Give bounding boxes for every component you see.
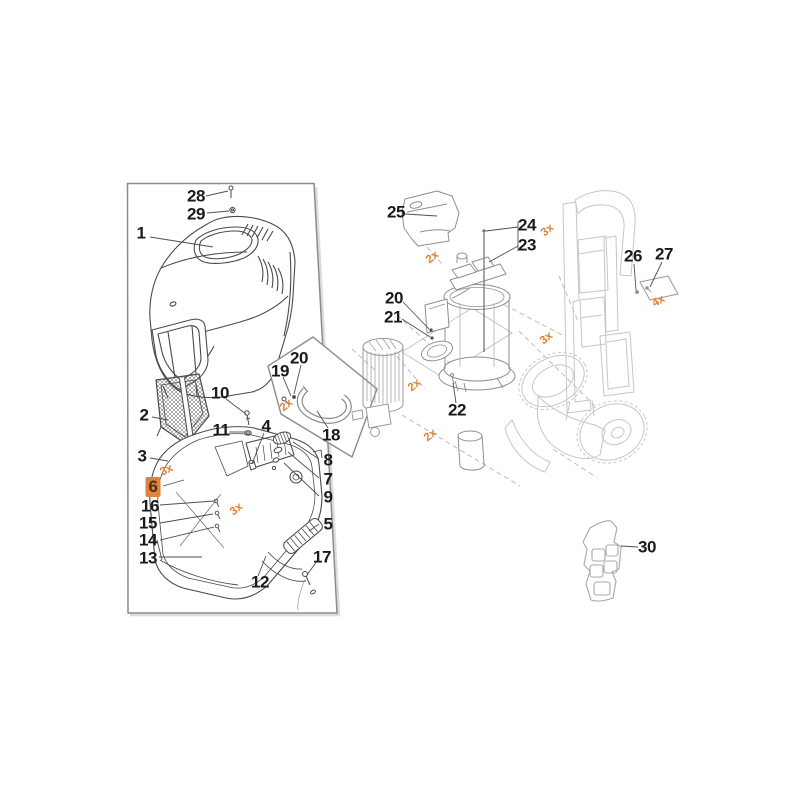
part-5-ribbed-grip-drawing	[283, 518, 323, 554]
engine-pump-assembly-drawing	[421, 252, 516, 393]
filter-carburetor-drawing	[351, 338, 404, 437]
handle-frame-drawing	[562, 190, 636, 421]
part-19-20-fasteners-drawing	[281, 395, 296, 406]
part-28-29-screws-drawing	[228, 185, 236, 214]
part-25-air-filter-cover-drawing	[401, 190, 460, 247]
part-2-grille-drawing	[155, 373, 210, 454]
sub-box-hose-kit	[267, 336, 378, 459]
part-8-7-9-small-parts-drawing	[271, 431, 292, 471]
part-22-screw-drawing	[450, 373, 455, 385]
part-4-post-drawing	[248, 460, 257, 471]
part-1-upper-cover-drawing	[149, 215, 296, 399]
part-17-screw-drawing	[297, 571, 316, 611]
small-cylinder-drawing	[457, 430, 485, 471]
part-26-27-plate-drawing	[635, 275, 679, 301]
wheel-assembly-drawing	[504, 351, 648, 473]
part-18-hose-drawing	[296, 385, 352, 424]
part-30-bracket-drawing	[582, 520, 622, 602]
part-23-24-rod-drawing	[482, 229, 486, 352]
part-12-lower-tray-drawing	[149, 426, 323, 600]
leader-lines	[149, 190, 663, 577]
